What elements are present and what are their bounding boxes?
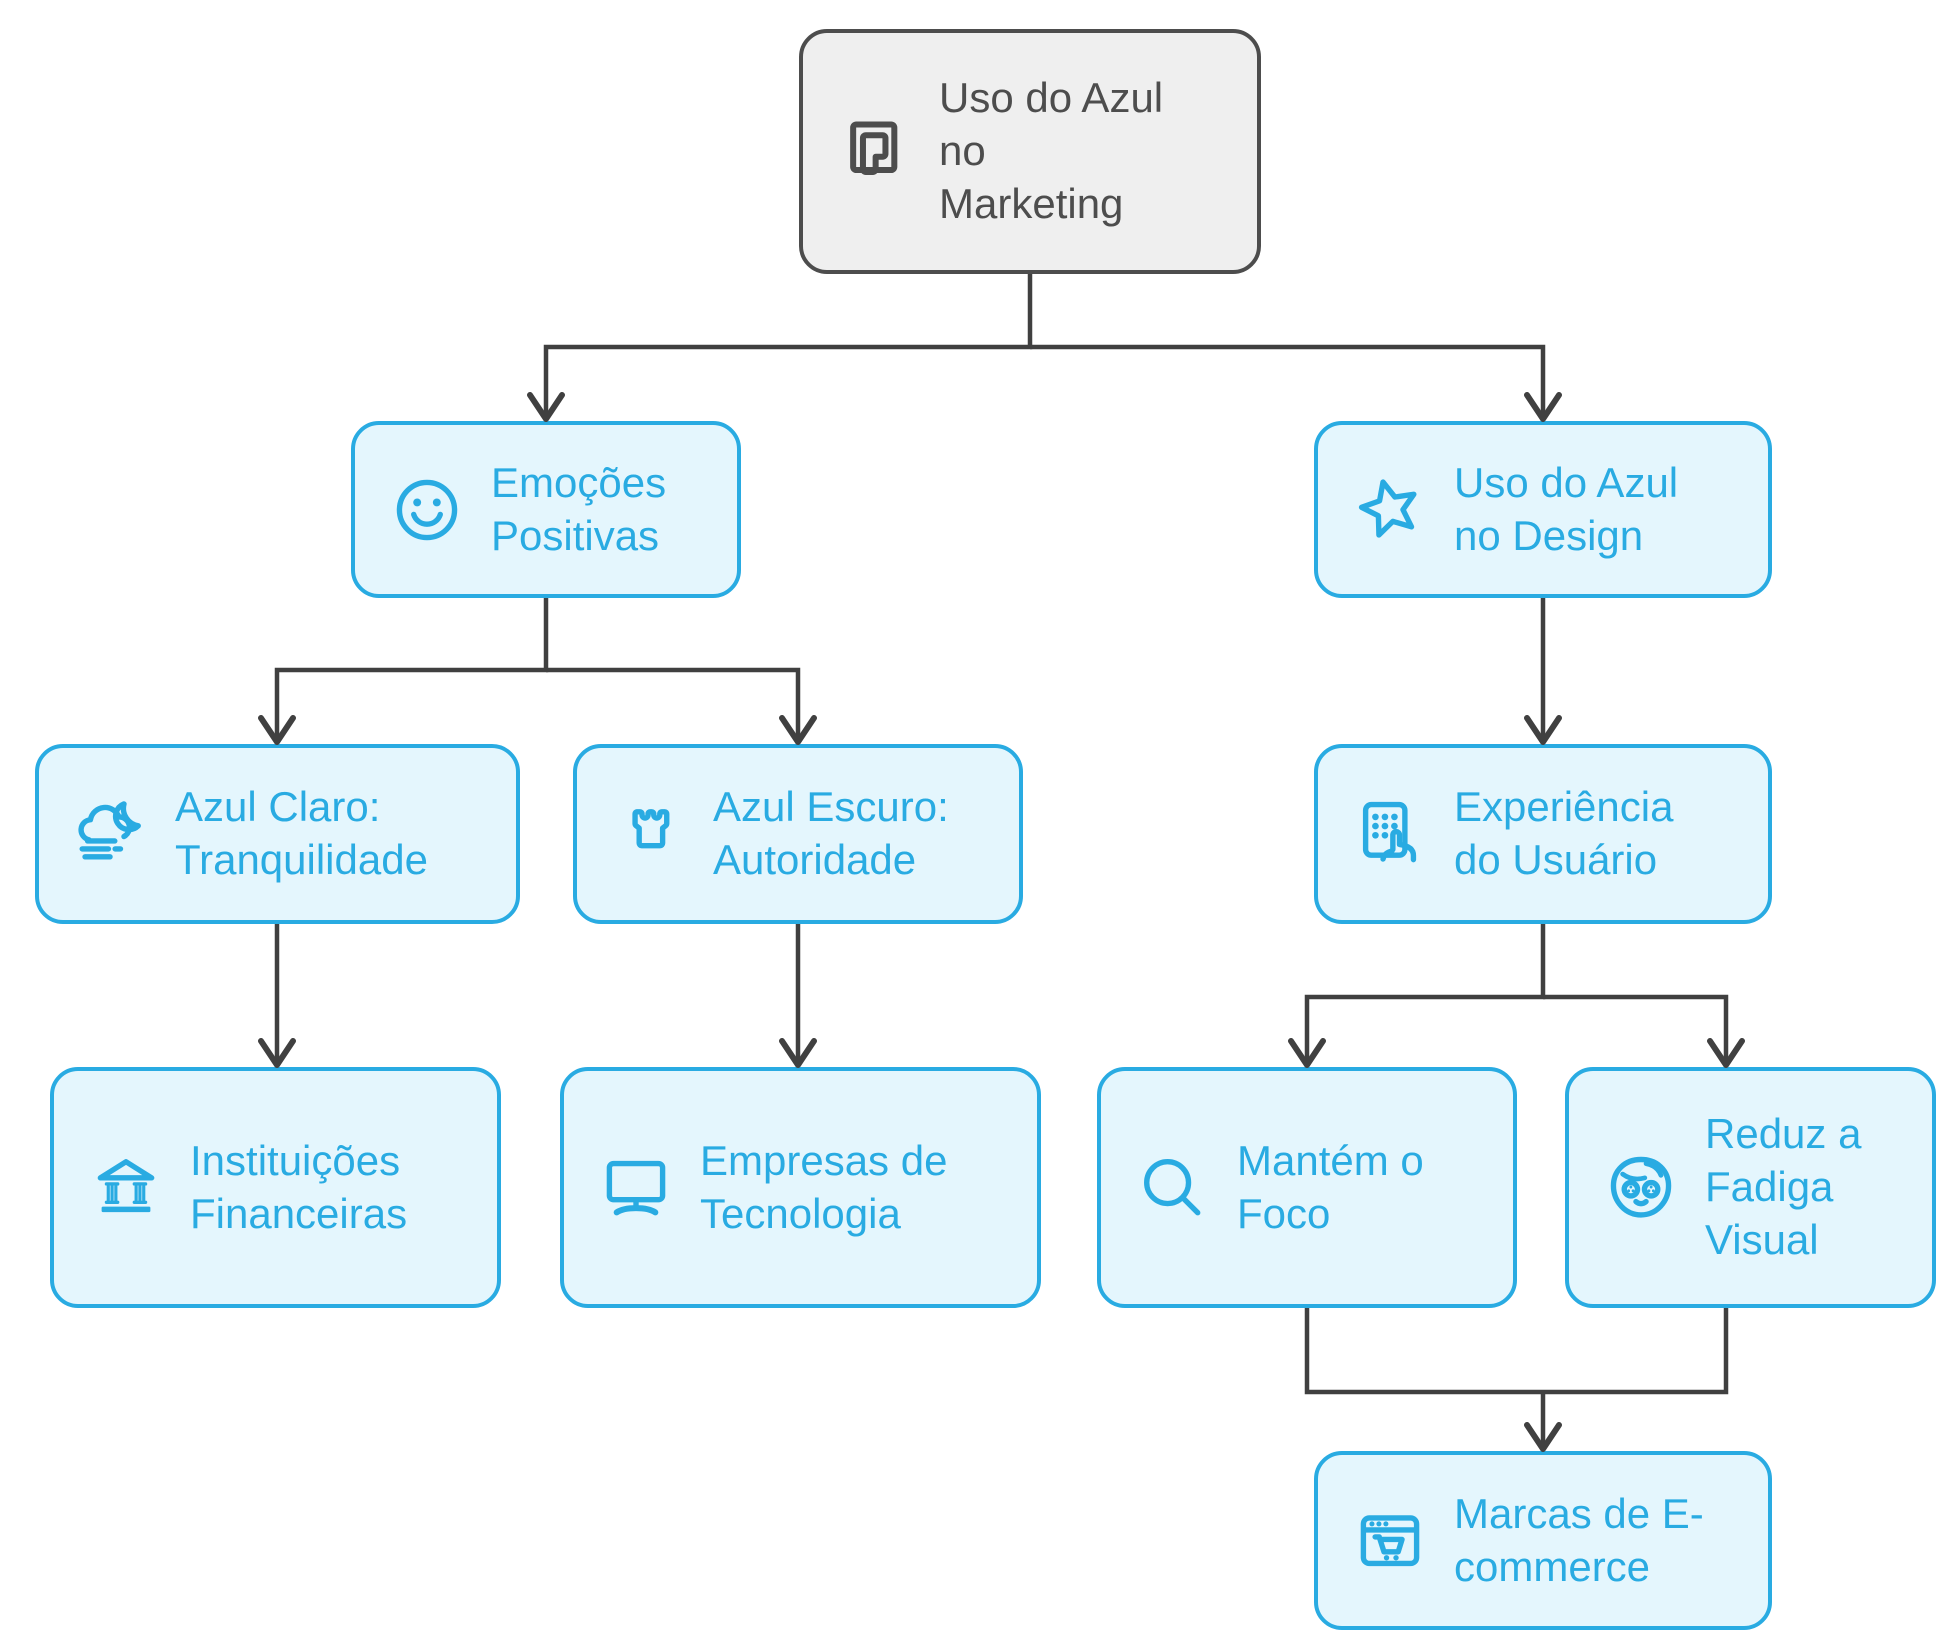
- node-emocoes-positivas: Emoções Positivas: [351, 421, 741, 598]
- node-label: Empresas de Tecnologia: [700, 1136, 948, 1237]
- node-label: Uso do Azul no Design: [1454, 458, 1679, 559]
- smiley-icon: [389, 472, 465, 548]
- node-label: Instituições Financeiras: [190, 1136, 408, 1237]
- node-mantem-o-foco: Mantém o Foco: [1097, 1067, 1517, 1308]
- node-label: Mantém o Foco: [1237, 1136, 1424, 1237]
- castle-icon: [611, 796, 687, 872]
- node-reduz-a-fadiga-visual: Reduz a Fadiga Visual: [1565, 1067, 1936, 1308]
- browser-cart-icon: [1352, 1503, 1428, 1579]
- keypad-touch-icon: [1352, 796, 1428, 872]
- star-icon: [1352, 472, 1428, 548]
- node-label: Uso do Azul no Marketing: [939, 74, 1164, 227]
- node-marcas-de-e-commerce: Marcas de E- commerce: [1314, 1451, 1772, 1630]
- spa-face-icon: [1603, 1150, 1679, 1226]
- pages-icon: [837, 114, 913, 190]
- cloud-moon-icon: [73, 796, 149, 872]
- node-azul-claro-tranquilidade: Azul Claro: Tranquilidade: [35, 744, 520, 924]
- node-label: Emoções Positivas: [491, 458, 667, 559]
- node-label: Marcas de E- commerce: [1454, 1489, 1704, 1590]
- node-empresas-de-tecnologia: Empresas de Tecnologia: [560, 1067, 1041, 1308]
- node-label: Azul Escuro: Autoridade: [713, 783, 949, 883]
- bank-icon: [88, 1150, 164, 1226]
- node-uso-do-azul-no-marketing: Uso do Azul no Marketing: [799, 29, 1261, 274]
- monitor-icon: [598, 1150, 674, 1226]
- node-instituicoes-financeiras: Instituições Financeiras: [50, 1067, 501, 1308]
- magnifier-icon: [1135, 1150, 1211, 1226]
- node-experiencia-do-usuario: Experiência do Usuário: [1314, 744, 1772, 924]
- node-label: Reduz a Fadiga Visual: [1705, 1110, 1862, 1263]
- node-label: Azul Claro: Tranquilidade: [175, 783, 428, 883]
- node-uso-do-azul-no-design: Uso do Azul no Design: [1314, 421, 1772, 598]
- node-label: Experiência do Usuário: [1454, 783, 1674, 883]
- node-azul-escuro-autoridade: Azul Escuro: Autoridade: [573, 744, 1023, 924]
